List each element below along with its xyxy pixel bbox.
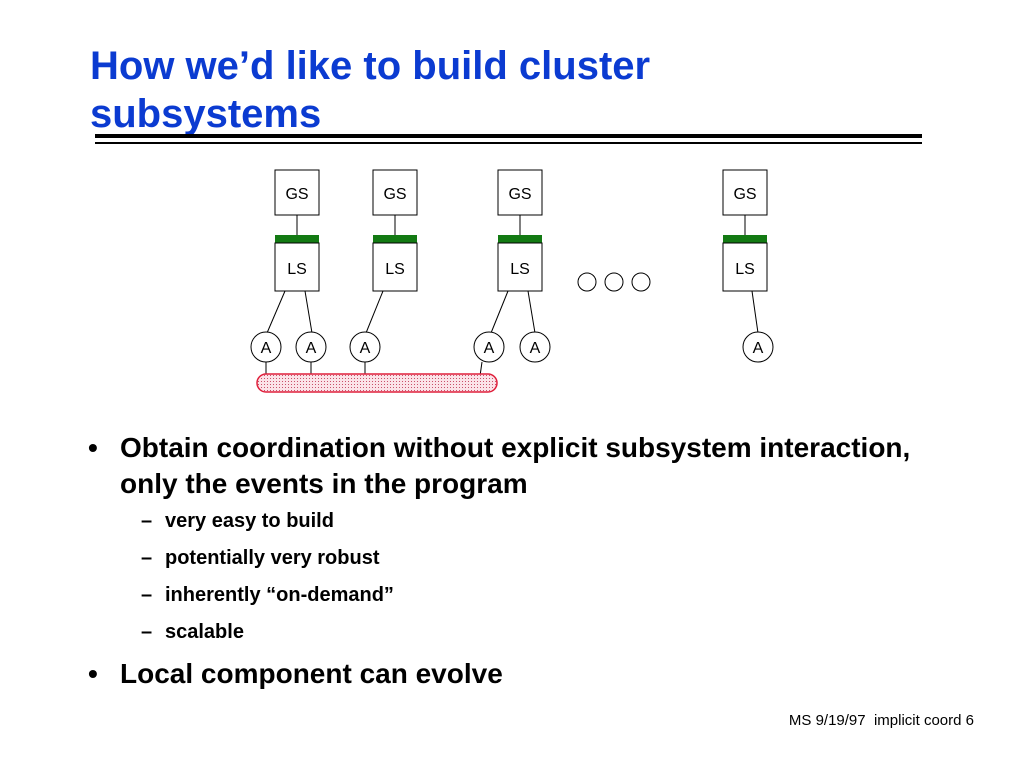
slide-title: How we’d like to build cluster subsystem… (90, 42, 950, 138)
dash-marker: – (141, 547, 153, 569)
ls-box (274, 242, 320, 292)
subsystem-2: GS LS (365, 169, 418, 334)
subsystem-1: GS LS (266, 169, 320, 334)
sub-bullet-item: – inherently “on-demand” (88, 582, 968, 608)
link-bar (373, 235, 417, 243)
link-bar (498, 235, 542, 243)
ls-app-connector (304, 290, 313, 334)
ellipsis-circles (577, 272, 651, 292)
sub-bullet-text: very easy to build (165, 510, 334, 532)
ls-box (372, 242, 418, 292)
sub-bullet-text: inherently “on-demand” (165, 584, 394, 606)
app-label: A (530, 340, 541, 357)
ls-box (497, 242, 543, 292)
app-node (349, 331, 381, 363)
title-line-1: How we’d like to build cluster (90, 44, 651, 88)
ls-app-connector (527, 290, 536, 334)
link-bar (723, 235, 767, 243)
event-bus (256, 373, 498, 393)
app-nodes: A A A A A A (250, 331, 774, 363)
gs-box (722, 169, 768, 216)
ls-label: LS (385, 261, 405, 278)
ls-label: LS (287, 261, 307, 278)
ls-label: LS (510, 261, 530, 278)
gs-label: GS (383, 186, 406, 203)
app-label: A (360, 340, 371, 357)
gs-label: GS (285, 186, 308, 203)
dash-marker: – (141, 584, 153, 606)
sub-bullet-item: – potentially very robust (88, 545, 968, 571)
app-label: A (261, 340, 272, 357)
bullet-item: • Local component can evolve (88, 656, 968, 692)
gs-box (274, 169, 320, 216)
app-label: A (484, 340, 495, 357)
ellipsis-circle (604, 272, 624, 292)
title-underline-thick (95, 134, 922, 138)
subsystem-4: GS LS (722, 169, 768, 334)
dash-marker: – (141, 510, 153, 532)
bullet-text: Obtain coordination without explicit sub… (120, 432, 911, 499)
bullet-list: • Obtain coordination without explicit s… (88, 430, 968, 698)
subsystem-3: GS LS (490, 169, 543, 334)
sub-bullet-text: scalable (165, 621, 244, 643)
app-label: A (306, 340, 317, 357)
ls-app-connector (266, 290, 286, 334)
bullet-text: Local component can evolve (120, 658, 503, 689)
bullet-marker: • (88, 658, 98, 689)
bullet-marker: • (88, 432, 98, 463)
title-line-2: subsystems (90, 92, 322, 136)
slide-footer: MS 9/19/97 implicit coord 6 (788, 712, 974, 729)
ellipsis-circle (577, 272, 597, 292)
sub-bullet-item: – scalable (88, 619, 968, 645)
title-underline-thin (95, 142, 922, 144)
sub-bullet-text: potentially very robust (165, 547, 380, 569)
ls-app-connector (490, 290, 509, 334)
app-node (742, 331, 774, 363)
app-node (250, 331, 282, 363)
app-node (295, 331, 327, 363)
app-label: A (753, 340, 764, 357)
ls-box (722, 242, 768, 292)
ls-label: LS (735, 261, 755, 278)
sub-bullet-item: – very easy to build (88, 508, 968, 534)
link-bar (275, 235, 319, 243)
app-node (519, 331, 551, 363)
ellipsis-circle (631, 272, 651, 292)
gs-label: GS (508, 186, 531, 203)
ls-app-connector (365, 290, 384, 334)
dash-marker: – (141, 621, 153, 643)
gs-box (372, 169, 418, 216)
app-node (473, 331, 505, 363)
cluster-diagram: GS LS GS LS GS LS GS (250, 169, 774, 393)
gs-label: GS (733, 186, 756, 203)
ls-app-connector (751, 290, 759, 334)
bullet-item: • Obtain coordination without explicit s… (88, 430, 968, 502)
